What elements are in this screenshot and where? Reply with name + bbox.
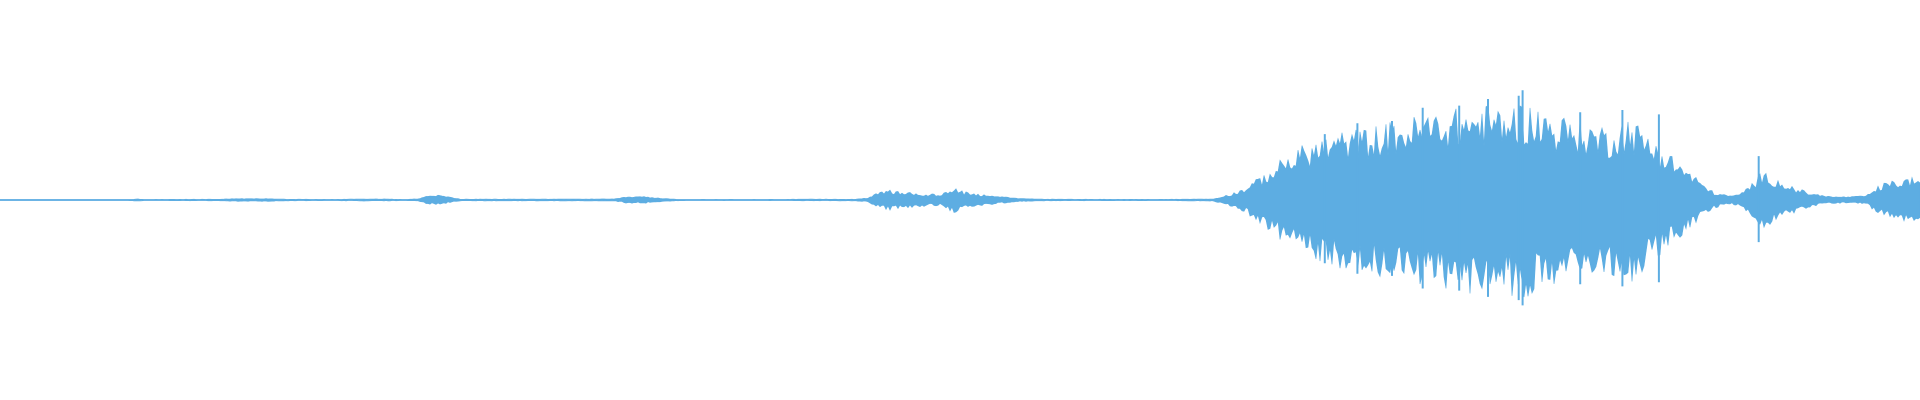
waveform-signal — [0, 105, 1920, 298]
waveform-peaks — [1323, 90, 1760, 306]
